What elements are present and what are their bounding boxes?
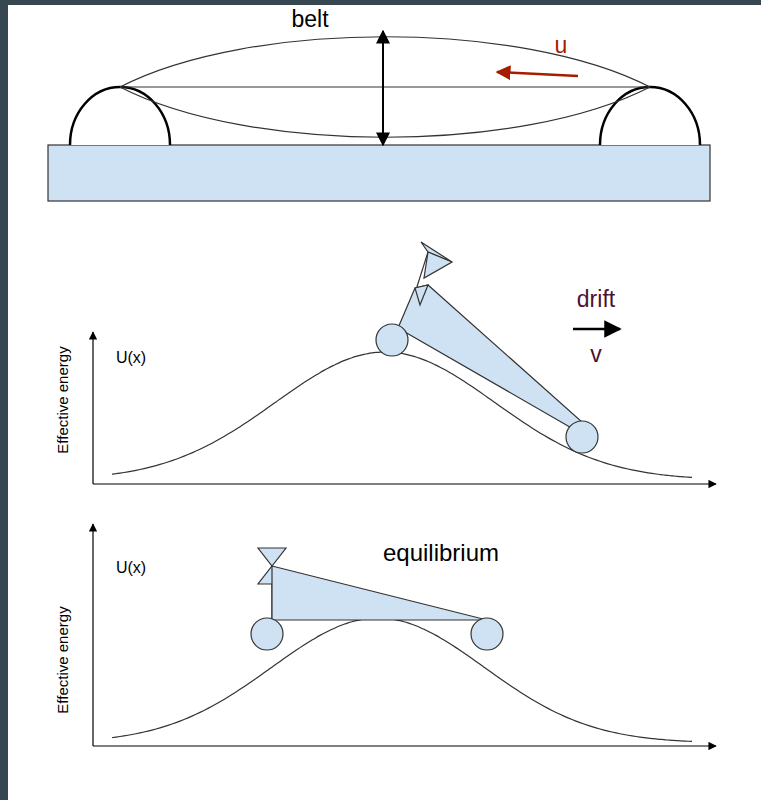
left-roller [70,87,170,145]
y-axis [92,524,93,746]
velocity-symbol: u [555,33,568,58]
x-axis [93,483,716,484]
vibration-arrow [382,31,384,145]
velocity-symbol: v [590,342,602,367]
axis-title: Effective energy [55,346,72,453]
belt-lower [120,87,650,137]
axis-label: U(x) [116,349,146,367]
y-axis [92,332,93,484]
belt-label: belt [291,7,328,32]
right-roller [600,87,700,145]
axis-label: U(x) [116,559,146,577]
drift-arrow [573,328,620,331]
belt-upper [120,37,650,87]
base-slab [48,145,710,201]
x-axis [93,745,716,746]
belt-rest [120,86,650,87]
state-label: equilibrium [383,540,499,566]
energy-curve [112,618,692,741]
page-ground [8,5,761,800]
belt-velocity-arrow [497,72,578,76]
drift-label: drift [577,287,615,312]
energy-curve [112,352,692,477]
axis-title: Effective energy [55,606,72,713]
tilted-cart [376,242,598,453]
